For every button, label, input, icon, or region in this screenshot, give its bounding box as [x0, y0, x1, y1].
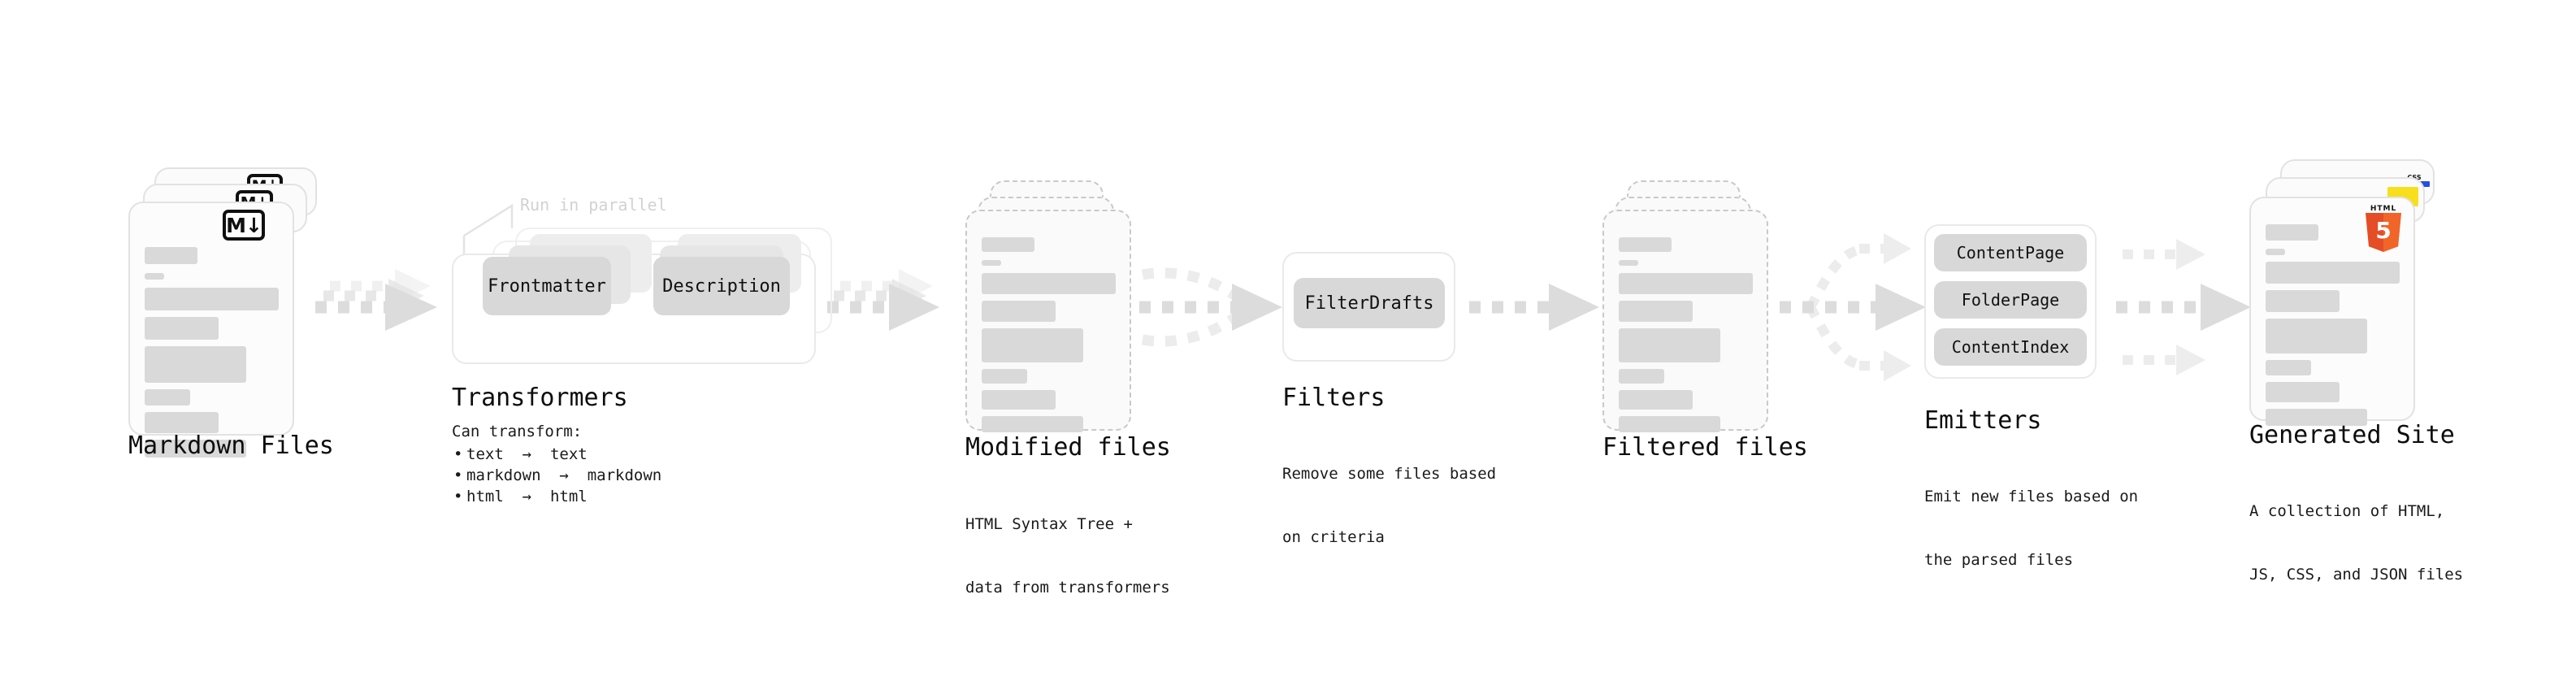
- arrow-transformers-to-modified: [827, 269, 939, 331]
- filtered-files-title: Filtered files: [1602, 433, 1808, 462]
- emitters-desc-line: Emit new files based on: [1924, 488, 2139, 505]
- skeleton-bar: [2266, 224, 2318, 241]
- skeleton-bar: [145, 412, 219, 433]
- skeleton-bar: [982, 237, 1034, 252]
- skeleton-bar: [2266, 409, 2367, 426]
- skeleton-bar: [982, 369, 1027, 384]
- transformers-desc-item: text → text: [452, 444, 661, 465]
- skeleton-bar: [982, 416, 1083, 432]
- markdown-icon: M↓: [223, 210, 265, 241]
- skeleton-bar: [145, 288, 279, 310]
- skeleton-bar: [2266, 249, 2285, 255]
- emitters-desc: Emit new files based on the parsed files: [1924, 444, 2138, 613]
- arrow-filtered-to-emitters: [1780, 233, 1926, 381]
- markdown-files-card-stack: M↓ M↓ M↓: [128, 167, 323, 458]
- emitters-title: Emitters: [1924, 406, 2042, 435]
- skeleton-bar: [982, 328, 1083, 362]
- skeleton-bar: [982, 390, 1056, 410]
- filters-group: FilterDrafts: [1282, 252, 1461, 362]
- skeleton-bar: [1619, 273, 1753, 294]
- generated-site-desc: A collection of HTML, JS, CSS, and JSON …: [2249, 458, 2463, 627]
- html5-icon: HTML 5: [2366, 205, 2401, 252]
- filters-desc-line: Remove some files based: [1282, 465, 1497, 483]
- transformer-chip-description[interactable]: Description: [653, 257, 790, 315]
- transformers-desc-item: markdown → markdown: [452, 465, 661, 486]
- modified-desc-line: data from transformers: [965, 579, 1170, 596]
- skeleton-bar: [982, 301, 1056, 322]
- skeleton-bar: [2266, 360, 2311, 375]
- skeleton-bar: [145, 346, 246, 383]
- run-in-parallel-note: Run in parallel: [520, 195, 667, 215]
- html5-shield: 5: [2366, 213, 2401, 252]
- skeleton-bar: [1619, 237, 1672, 252]
- filters-title: Filters: [1282, 384, 1386, 412]
- modified-files-title: Modified files: [965, 433, 1171, 462]
- skeleton-bar: [145, 247, 197, 264]
- emitters-group: ContentPage FolderPage ContentIndex: [1924, 224, 2111, 387]
- generated-site-title: Generated Site: [2249, 421, 2455, 449]
- emitters-desc-line: the parsed files: [1924, 551, 2074, 569]
- modified-files-card-stack: [965, 180, 1144, 440]
- generated-desc-line: JS, CSS, and JSON files: [2249, 566, 2464, 583]
- skeleton-bar: [1619, 390, 1693, 410]
- filtered-files-card-stack: [1602, 180, 1781, 440]
- transformers-description: Can transform: text → text markdown → ma…: [452, 421, 661, 507]
- generated-desc-line: A collection of HTML,: [2249, 502, 2445, 520]
- skeleton-bar: [1619, 260, 1638, 266]
- transformers-title: Transformers: [452, 384, 628, 412]
- skeleton-bar: [145, 273, 164, 280]
- emitter-chip-contentpage[interactable]: ContentPage: [1934, 234, 2087, 271]
- emitter-chip-folderpage[interactable]: FolderPage: [1934, 281, 2087, 319]
- skeleton-bar: [145, 440, 246, 458]
- skeleton-bar: [2266, 262, 2400, 284]
- html5-icon-number: 5: [2375, 217, 2392, 244]
- transformers-desc-item: html → html: [452, 486, 661, 507]
- skeleton-bar: [982, 273, 1116, 294]
- arrow-filters-to-filtered: [1469, 284, 1599, 331]
- html5-icon-label: HTML: [2370, 205, 2397, 213]
- filters-desc: Remove some files based on criteria: [1282, 421, 1496, 590]
- modified-files-desc: HTML Syntax Tree + data from transformer…: [965, 471, 1170, 640]
- skeleton-bar: [1619, 369, 1664, 384]
- skeleton-bar: [145, 317, 219, 340]
- skeleton-bar: [2266, 382, 2340, 402]
- skeleton-bar: [2266, 319, 2367, 354]
- skeleton-bar: [1619, 328, 1720, 362]
- skeleton-bar: [145, 389, 190, 406]
- skeleton-bar: [2266, 290, 2340, 312]
- transformer-chip-frontmatter[interactable]: Frontmatter: [483, 257, 611, 315]
- generated-site-card-stack: CSS HTML 5: [2249, 159, 2461, 436]
- modified-desc-line: HTML Syntax Tree +: [965, 515, 1133, 533]
- filter-chip-filterdrafts[interactable]: FilterDrafts: [1294, 278, 1445, 328]
- emitter-chip-contentindex[interactable]: ContentIndex: [1934, 328, 2087, 366]
- skeleton-bar: [982, 260, 1001, 266]
- markdown-files-title: Markdown Files: [128, 432, 334, 460]
- skeleton-bar: [1619, 416, 1720, 432]
- filters-desc-line: on criteria: [1282, 528, 1385, 546]
- arrow-modified-to-filters: [1139, 267, 1282, 347]
- skeleton-bar: [1619, 301, 1693, 322]
- arrow-emitters-to-generated: [2116, 239, 2251, 375]
- transformers-group: x x x x Frontmatter Description: [452, 228, 834, 366]
- arrow-markdown-to-transformers: [315, 269, 437, 331]
- transformers-desc-heading: Can transform:: [452, 423, 583, 440]
